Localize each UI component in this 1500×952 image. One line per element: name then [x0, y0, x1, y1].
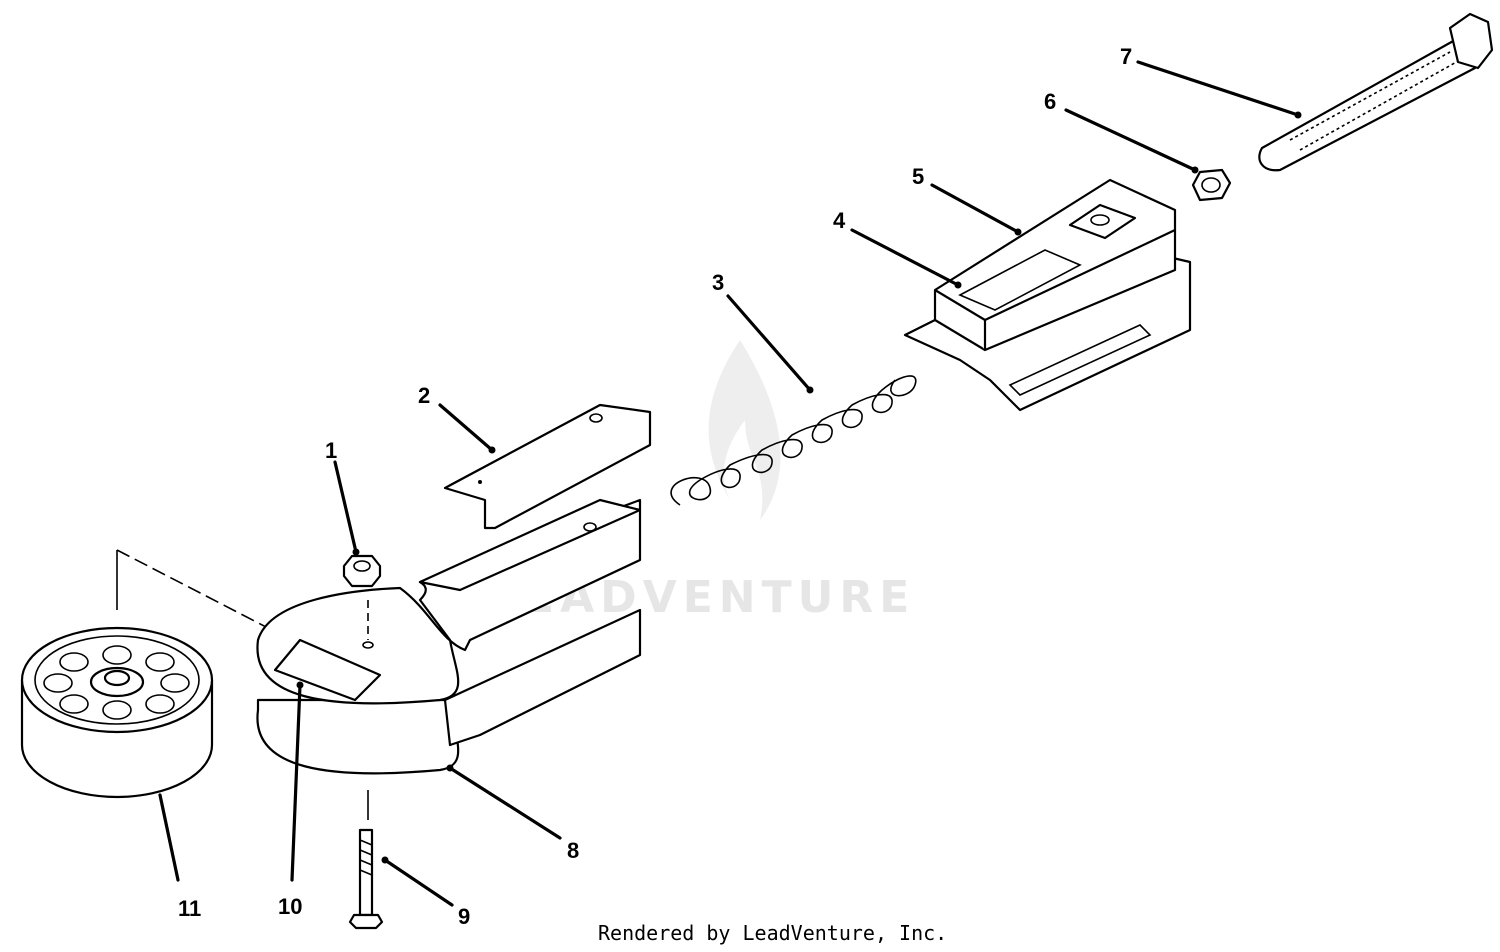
render-credit: Rendered by LeadVenture, Inc.	[598, 921, 947, 945]
part-1-nut	[342, 554, 382, 588]
watermark-flame-icon	[708, 340, 781, 520]
part-6-hex-nut	[1191, 168, 1232, 202]
callout-9: 9	[458, 904, 470, 929]
part-2-channel	[443, 403, 652, 530]
callout-6: 6	[1044, 89, 1056, 114]
callout-11: 11	[178, 896, 201, 921]
part-10-decal	[273, 638, 382, 702]
callout-1: 1	[325, 438, 337, 463]
callout-8: 8	[567, 838, 579, 863]
part-9-bolt	[348, 828, 384, 930]
callout-leaders	[158, 60, 1302, 907]
callout-4: 4	[833, 208, 846, 233]
part-7-bolt	[1258, 12, 1494, 172]
part-4-5-housing	[903, 178, 1192, 412]
callout-3: 3	[712, 270, 724, 295]
part-8-bracket	[256, 498, 642, 820]
callout-labels: 1 2 3 4 5 6 7 8 9 10 11	[178, 44, 1132, 929]
callout-2: 2	[418, 383, 430, 408]
part-11-pulley	[20, 549, 331, 799]
callout-7: 7	[1120, 44, 1132, 69]
callout-10: 10	[278, 894, 302, 919]
part-3-spring	[670, 375, 917, 506]
callout-5: 5	[912, 164, 924, 189]
